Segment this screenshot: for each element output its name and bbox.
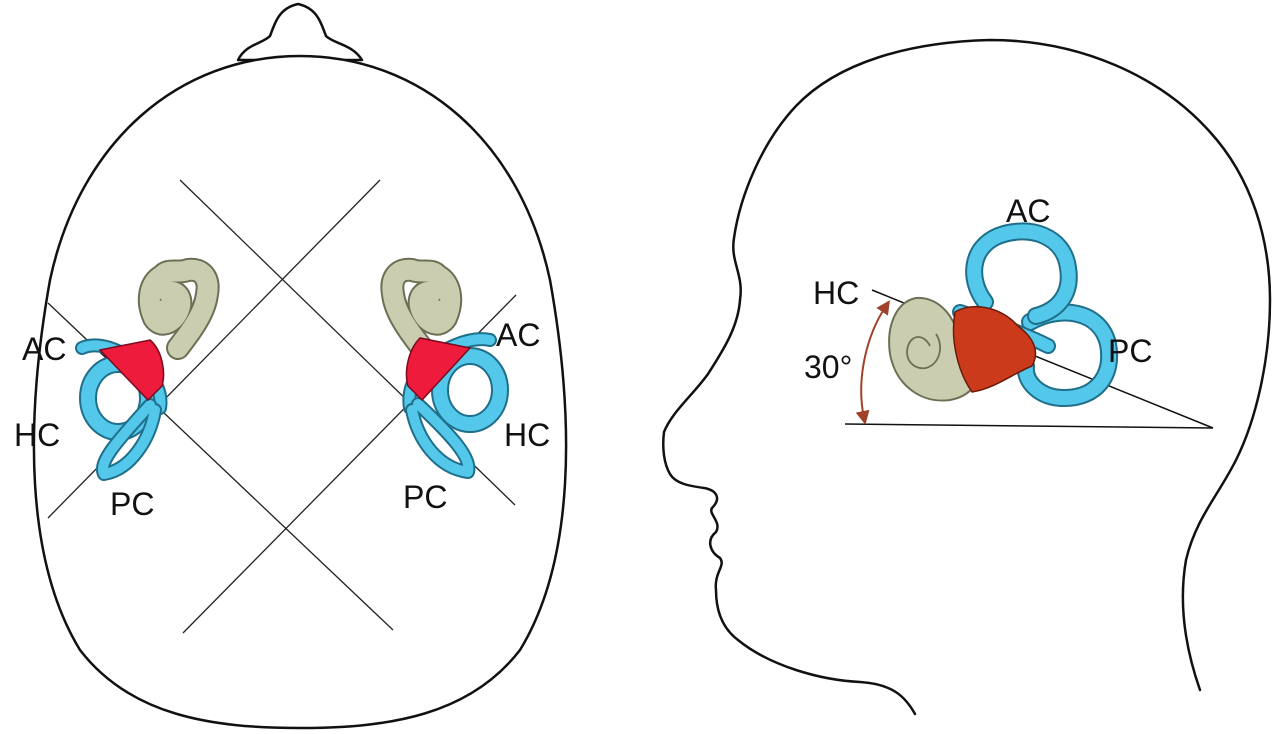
head-profile-outline <box>662 38 1272 716</box>
horizontal-reference-line <box>844 423 1214 429</box>
nose-outline <box>236 2 364 62</box>
left-vestibule <box>98 339 165 402</box>
side-view-panel: AC HC PC 30° <box>662 38 1272 716</box>
right-cochlea-fill <box>382 259 461 358</box>
left-hc-label: HC <box>14 417 60 453</box>
left-inner-ear <box>75 257 220 481</box>
side-cochlea <box>888 296 980 402</box>
side-pc-canal-inner <box>1018 305 1117 405</box>
top-view-panel: AC HC PC AC HC PC <box>14 2 568 730</box>
left-pc-canal-inner <box>97 400 160 479</box>
left-cochlea-fill <box>139 259 218 358</box>
side-hc-label: HC <box>813 275 859 311</box>
right-vestibule <box>405 337 472 402</box>
right-pc-label: PC <box>403 479 447 515</box>
right-pc-canal-inner <box>407 399 474 477</box>
right-ac-label: AC <box>496 317 540 353</box>
right-inner-ear <box>380 257 509 479</box>
side-ac-label: AC <box>1006 193 1050 229</box>
right-hc-label: HC <box>504 417 550 453</box>
side-pc-label: PC <box>1108 333 1152 369</box>
angle-label: 30° <box>804 349 852 385</box>
side-inner-ear <box>888 222 1119 407</box>
left-pc-label: PC <box>110 486 154 522</box>
side-ac-canal-inner <box>967 224 1076 323</box>
side-vestibule <box>952 305 1037 393</box>
skull-outline <box>32 54 568 730</box>
right-hc-canal-inner <box>433 349 507 431</box>
side-cochlea-spiral <box>906 333 941 370</box>
left-ac-label: AC <box>22 331 66 367</box>
angle-arrow <box>855 300 890 425</box>
